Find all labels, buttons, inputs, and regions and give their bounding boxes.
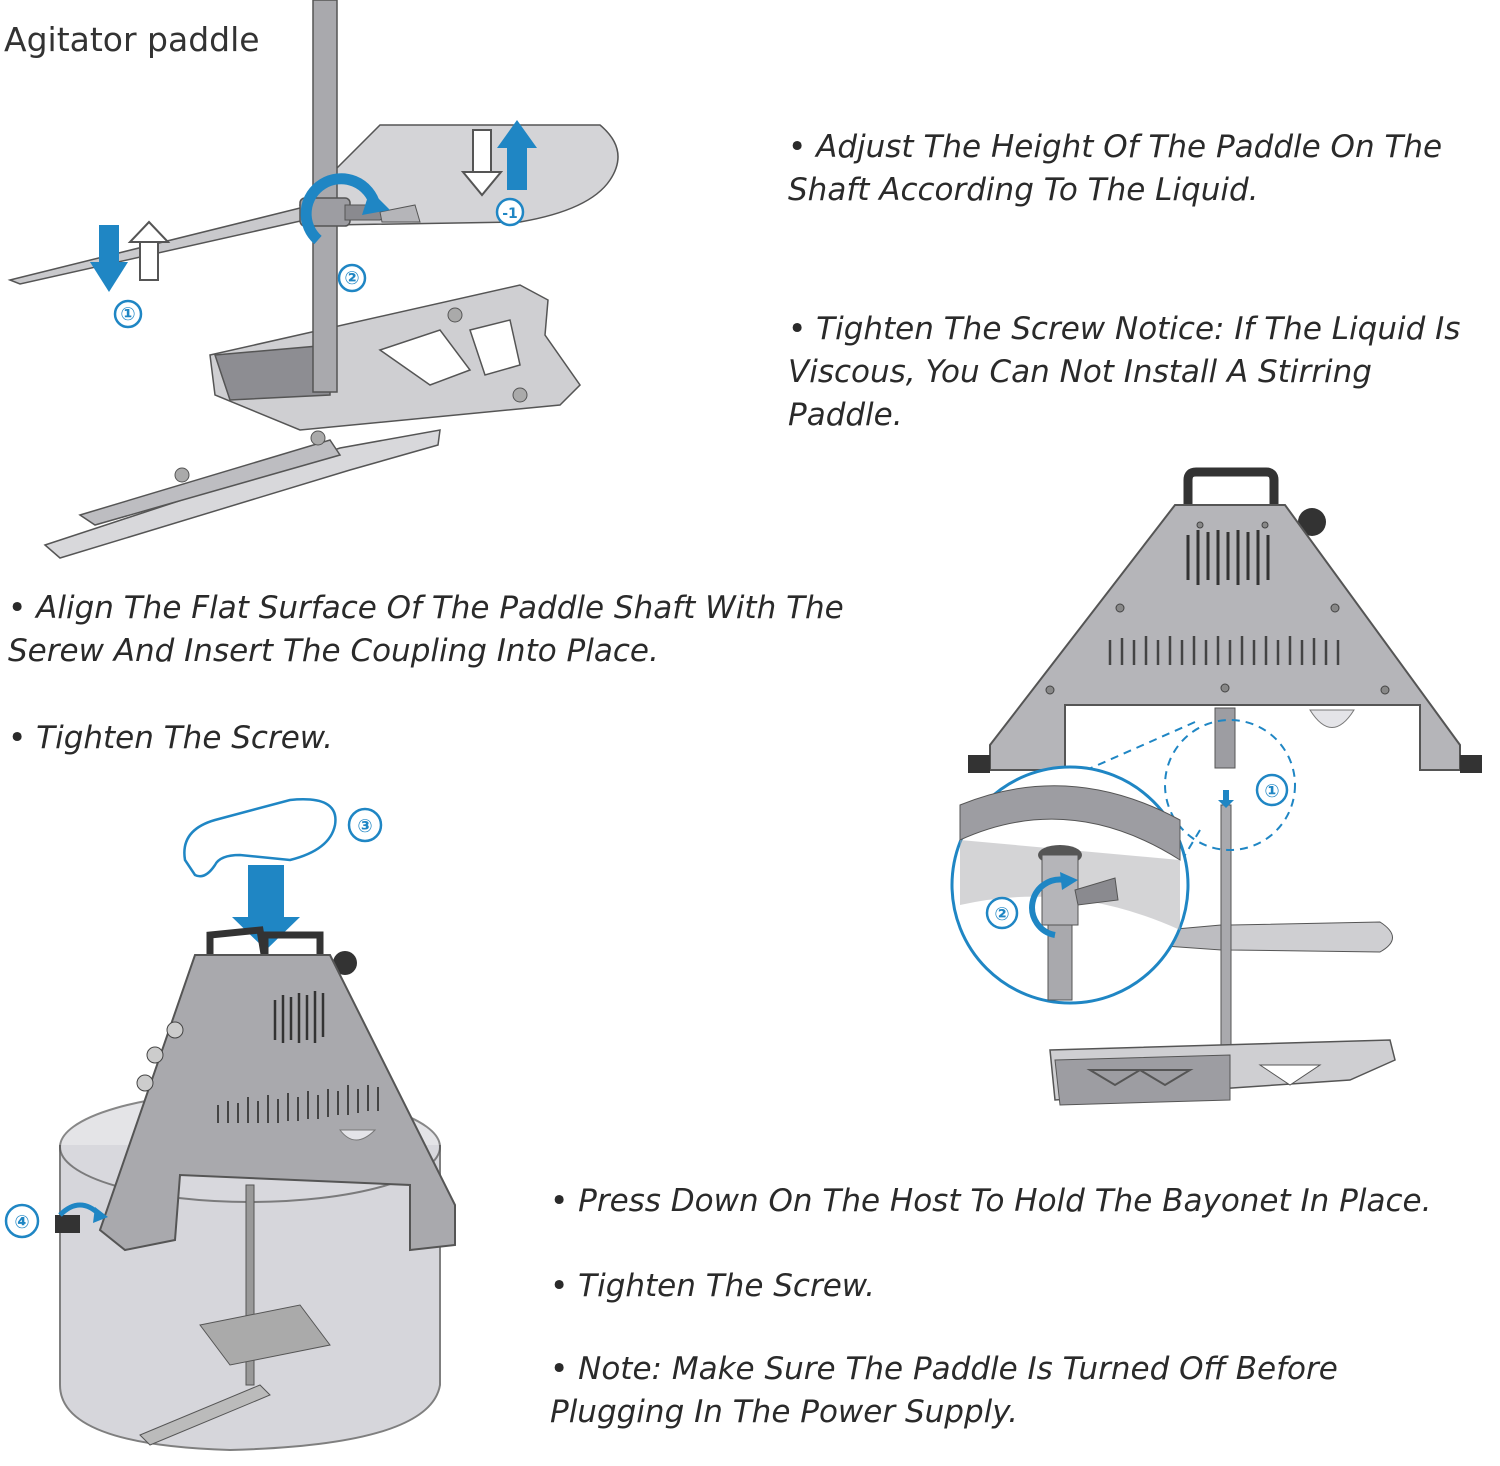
paddle-assembly-illustration: ① ② -1 xyxy=(7,0,619,559)
note-power-warning: • Note: Make Sure The Paddle Is Turned O… xyxy=(550,1351,1338,1430)
bucket-mount-illustration: ③ ④ xyxy=(4,798,456,1452)
note-press-down: • Press Down On The Host To Hold The Bay… xyxy=(550,1183,1432,1219)
host-step-2-label: ② xyxy=(994,904,1009,925)
note-tighten-notice: • Tighten The Screw Notice: If The Liqui… xyxy=(788,311,1461,433)
note-adjust-height: • Adjust The Height Of The Paddle On The… xyxy=(788,129,1443,208)
page-title: Agitator paddle xyxy=(4,20,260,59)
paddle-step-neg1-label: -1 xyxy=(502,206,518,222)
paddle-step-1-label: ① xyxy=(120,304,135,325)
paddle-step-2-label: ② xyxy=(344,268,359,289)
bucket-step-4-label: ④ xyxy=(14,1212,29,1233)
host-step-1-label: ① xyxy=(1264,781,1279,802)
note-tighten-screw-2: • Tighten The Screw. xyxy=(550,1268,876,1304)
host-detail-illustration: ① ② xyxy=(950,467,1482,1106)
note-tighten-screw-1: • Tighten The Screw. xyxy=(8,720,334,756)
bucket-step-3-label: ③ xyxy=(357,816,372,837)
note-align-shaft: • Align The Flat Surface Of The Paddle S… xyxy=(8,590,844,669)
